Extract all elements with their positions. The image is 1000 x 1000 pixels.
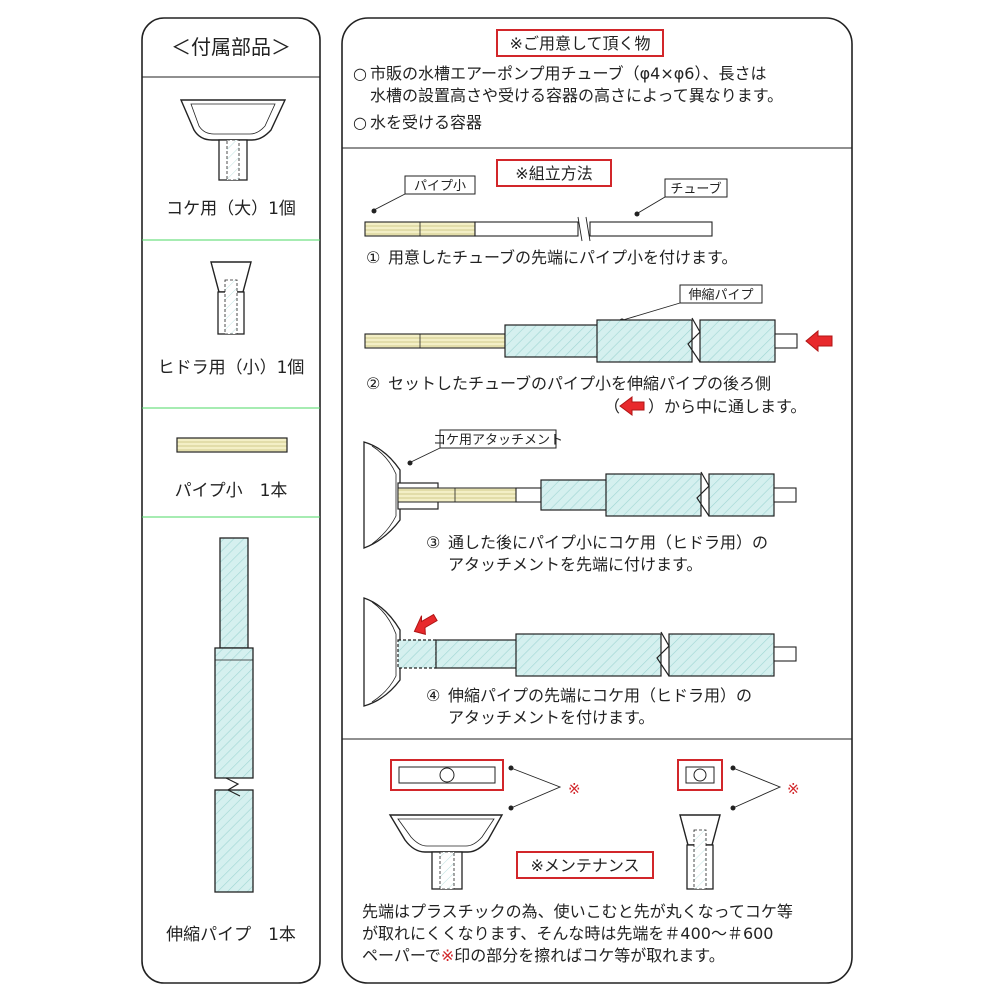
- hydra-attachment-small-illustration: [210, 261, 252, 335]
- tube-label: チューブ: [670, 181, 721, 197]
- prepare-heading-box: [496, 29, 664, 57]
- maintenance-illustration-large: ※: [388, 759, 581, 890]
- part-label-hydra-small: ヒドラ用（小）1個: [158, 358, 305, 378]
- mark-symbol: ※: [787, 780, 800, 798]
- parts-title: ＜付属部品＞: [171, 35, 291, 59]
- maintenance-heading: ※メンテナンス: [530, 856, 639, 875]
- mark-symbol: ※: [568, 780, 581, 798]
- step2-text-line2: ）から中に通します。: [648, 397, 806, 416]
- step2-number: ②: [366, 374, 380, 393]
- maintenance-illustration-small: ※: [677, 759, 800, 890]
- bullet-icon: ○: [353, 64, 367, 83]
- insert-direction-arrow-icon: [805, 329, 833, 353]
- attach-direction-arrow-icon: [413, 613, 438, 635]
- prepare-item-1-line2: 水槽の設置高さや受ける容器の高さによって異なります。: [370, 86, 783, 105]
- step3-number: ③: [426, 533, 440, 552]
- maintenance-text-line3: ペーパーで※印の部分を擦ればコケ等が取れます。: [362, 946, 725, 965]
- assembly-heading-box: [496, 159, 612, 187]
- maintenance-text-line2: が取れにくくなります、そんな時は先端を＃400～＃600: [362, 924, 773, 943]
- telescopic-pipe-label: 伸縮パイプ: [688, 287, 753, 303]
- step4-text-line2: アタッチメントを付けます。: [448, 708, 654, 727]
- maintenance-text-line3-post: 印の部分を擦ればコケ等が取れます。: [454, 946, 724, 965]
- step4-illustration: [363, 597, 797, 707]
- maintenance-text-line1: 先端はプラスチックの為、使いこむと先が丸くなってコケ等: [362, 902, 793, 921]
- step3-illustration: コケ用アタッチメント: [363, 429, 797, 549]
- maintenance-text-line3-pre: ペーパーで: [362, 946, 441, 965]
- telescopic-pipe-illustration: [214, 537, 254, 893]
- moss-attachment-large-illustration: [179, 99, 287, 181]
- small-pipe-illustration: [176, 437, 288, 453]
- prepare-item-1-line1: 市販の水槽エアーポンプ用チューブ（φ4×φ6）、長さは: [370, 64, 766, 83]
- step3-text-line1: 通した後にパイプ小にコケ用（ヒドラ用）の: [448, 533, 768, 552]
- step1-number: ①: [366, 248, 380, 267]
- step2-illustration: 伸縮パイプ: [364, 284, 833, 363]
- part-label-small-pipe: パイプ小 1本: [175, 481, 288, 501]
- part-label-telescopic-pipe: 伸縮パイプ 1本: [166, 925, 296, 945]
- bullet-icon: ○: [353, 113, 367, 132]
- step1-illustration: パイプ小 チューブ: [364, 175, 728, 242]
- prepare-heading: ※ご用意して頂く物: [510, 34, 651, 53]
- left-panel-frame: [141, 17, 321, 984]
- step2-text-line2-prefix: （: [604, 397, 620, 416]
- left-panel: ＜付属部品＞ コケ用（大）1個 ヒドラ用（小）1個 パイプ小 1本: [141, 17, 321, 984]
- maintenance-mark-inline: ※: [441, 946, 454, 965]
- small-pipe-label: パイプ小: [414, 179, 466, 194]
- right-panel-frame: [341, 17, 853, 984]
- right-panel: ※ご用意して頂く物 ○ 市販の水槽エアーポンプ用チューブ（φ4×φ6）、長さは …: [341, 17, 853, 984]
- step4-text-line1: 伸縮パイプの先端にコケ用（ヒドラ用）の: [448, 686, 752, 705]
- step3-text-line2: アタッチメントを先端に付けます。: [448, 555, 702, 574]
- maintenance-heading-box: [516, 851, 654, 879]
- step2-text-line1: セットしたチューブのパイプ小を伸縮パイプの後ろ側: [388, 374, 771, 393]
- step1-text: 用意したチューブの先端にパイプ小を付けます。: [388, 248, 737, 267]
- moss-attachment-label: コケ用アタッチメント: [433, 433, 563, 448]
- step4-number: ④: [426, 686, 440, 705]
- arrow-icon: [619, 396, 645, 416]
- part-label-moss-large: コケ用（大）1個: [166, 199, 296, 219]
- assembly-heading: ※組立方法: [515, 164, 592, 183]
- prepare-item-2: 水を受ける容器: [370, 113, 482, 132]
